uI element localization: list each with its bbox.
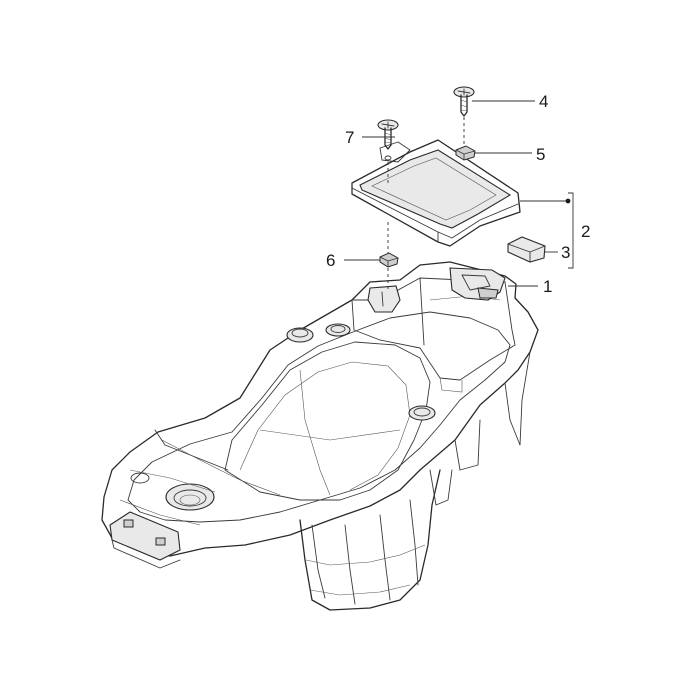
- clip-nut-part-6: [379, 252, 399, 268]
- compartment-lid: [351, 139, 521, 247]
- callout-2: 2: [581, 222, 590, 241]
- rubber-pad: [507, 236, 546, 263]
- callout-3: 3: [561, 243, 570, 262]
- leader-lines: [344, 100, 574, 287]
- callout-4: 4: [539, 92, 548, 111]
- callout-5: 5: [536, 145, 545, 164]
- callout-numbers: 1 2 3 4 5 6 7: [326, 92, 590, 296]
- clip-nut-part-5: [455, 145, 476, 161]
- callout-7: 7: [345, 128, 354, 147]
- callout-1: 1: [543, 277, 552, 296]
- callout-6: 6: [326, 251, 335, 270]
- helmet-compartment: [101, 261, 539, 611]
- assembly-axis-lines: [387, 117, 465, 290]
- screw-part-4: [453, 86, 475, 117]
- screw-part-7: [377, 119, 399, 161]
